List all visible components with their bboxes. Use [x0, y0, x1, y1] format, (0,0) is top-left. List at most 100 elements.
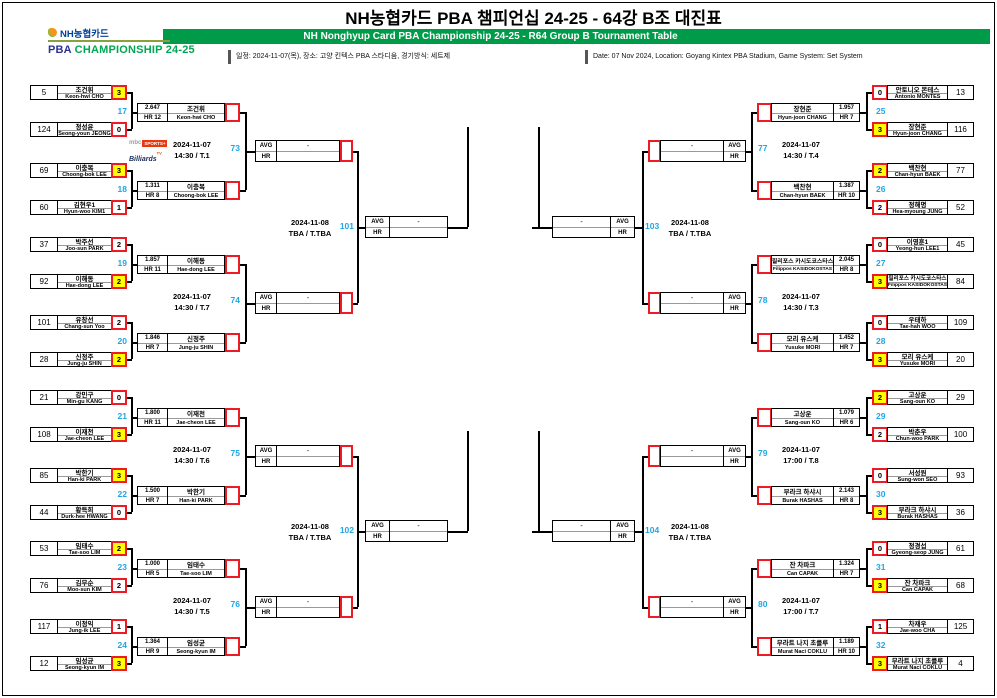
result-label-cell-top: AVG — [259, 448, 273, 454]
seed-cell: 117 — [30, 619, 58, 634]
seed-cell: 60 — [30, 200, 58, 215]
pending-score-cell — [757, 486, 772, 505]
score-cell: 3 — [872, 274, 888, 289]
nh-sprout-icon — [48, 28, 57, 37]
bracket-line — [866, 92, 868, 129]
result-value-cell-bottom — [661, 151, 723, 162]
result-label-cell-top: AVG — [371, 523, 384, 529]
match-time: 14:30 / T.3 — [783, 303, 819, 312]
match-number: 25 — [876, 106, 886, 116]
bracket-line — [131, 417, 137, 419]
qualifier-stat-cell-bottom: HR 7 — [138, 495, 167, 506]
seed-cell: 101 — [30, 315, 58, 330]
result-label-cell-top: AVG — [259, 143, 273, 149]
player-name-cell-bottom: Hea-myoung JUNG — [888, 207, 947, 216]
bracket-line — [357, 227, 365, 229]
bracket-line — [240, 112, 246, 114]
qualifier-stat-cell-bottom: HR 8 — [834, 264, 859, 275]
bracket-line — [127, 434, 132, 436]
seed-cell: 93 — [947, 468, 974, 483]
seed-cell: 116 — [947, 122, 974, 137]
seed-cell: 109 — [947, 315, 974, 330]
bracket-line — [746, 303, 753, 305]
pending-score-cell — [340, 292, 353, 314]
player-name-cell-top: 이정익 — [75, 621, 94, 627]
seed-cell: 76 — [30, 578, 58, 593]
result-label-cell-top: AVG — [616, 523, 629, 529]
bracket-line — [353, 303, 358, 305]
bracket-line — [131, 190, 137, 192]
bracket-line — [866, 92, 872, 94]
seed-cell: 100 — [947, 427, 974, 442]
match-date: 2024-11-07 — [782, 596, 820, 605]
qualifier-stat-cell-top: 1.857 — [144, 257, 160, 264]
seed-cell: 92 — [30, 274, 58, 289]
player-name-cell-bottom: Hyun-woo KIM1 — [58, 207, 111, 216]
qualifier-name-cell-bottom: Jae-cheon LEE — [168, 417, 224, 428]
player-name-cell-top: 임태수 — [75, 543, 94, 549]
qualifier-stat-cell-bottom: HR 7 — [834, 568, 859, 579]
player-name-cell-top: 차재우 — [908, 621, 927, 627]
match-date: 2024-11-07 — [173, 445, 211, 454]
score-cell: 1 — [111, 200, 127, 215]
result-value-cell: - — [552, 216, 611, 238]
bracket-line — [866, 397, 868, 434]
player-name-cell-bottom: Antonio MONTES — [888, 92, 947, 101]
result-value-cell-bottom — [390, 531, 447, 542]
match-date: 2024-11-07 — [173, 596, 211, 605]
bracket-line — [860, 646, 867, 648]
result-value-cell-bottom — [277, 607, 339, 618]
player-name-cell-bottom: Yusuke MORI — [888, 359, 947, 368]
seed-cell: 12 — [30, 656, 58, 671]
bracket-line — [240, 495, 246, 497]
result-value-cell-bottom — [277, 456, 339, 467]
result-label-cell-top: AVG — [728, 143, 741, 149]
qualifier-name-cell-bottom: Chan-hyun BAEK — [772, 190, 833, 201]
pending-score-cell — [757, 637, 772, 656]
seed-cell: 77 — [947, 163, 974, 178]
qualifier-name-cell-top: 백찬현 — [793, 184, 812, 191]
score-cell: 0 — [872, 541, 888, 556]
bracket-line — [866, 626, 868, 663]
qualifier-name-cell-bottom: Filippos KASIDOKOSTAS — [772, 264, 833, 275]
bracket-line — [751, 417, 757, 419]
qualifier-name-cell-top: 고상운 — [793, 411, 812, 418]
match-date: 2024-11-08 — [671, 522, 709, 531]
player-name-cell-bottom: Hyun-joon CHANG — [888, 129, 947, 138]
player-name-cell-bottom: Sung-won SEO — [888, 475, 947, 484]
player-name-cell-top: 김현우1 — [73, 202, 96, 208]
qualifier-name-cell-top: 부라크 하샤시 — [783, 489, 822, 496]
bracket-line — [866, 244, 872, 246]
player-name-cell-top: 조건휘 — [75, 87, 94, 93]
result-value-cell-top: - — [690, 294, 694, 302]
bracket-line — [866, 397, 872, 399]
match-date: 2024-11-07 — [782, 445, 820, 454]
result-value-cell-bottom — [661, 607, 723, 618]
qualifier-stat-cell-bottom: HR 12 — [138, 112, 167, 123]
bracket-line — [751, 112, 757, 114]
result-value-cell-bottom — [277, 303, 339, 314]
score-cell: 0 — [872, 468, 888, 483]
score-cell: 0 — [111, 390, 127, 405]
match-time: 14:30 / T.5 — [174, 607, 210, 616]
qualifier-stat-cell-top: 1.079 — [838, 410, 854, 417]
seed-cell: 125 — [947, 619, 974, 634]
bracket-line — [131, 475, 133, 512]
bracket-line — [131, 626, 133, 663]
seed-cell: 36 — [947, 505, 974, 520]
